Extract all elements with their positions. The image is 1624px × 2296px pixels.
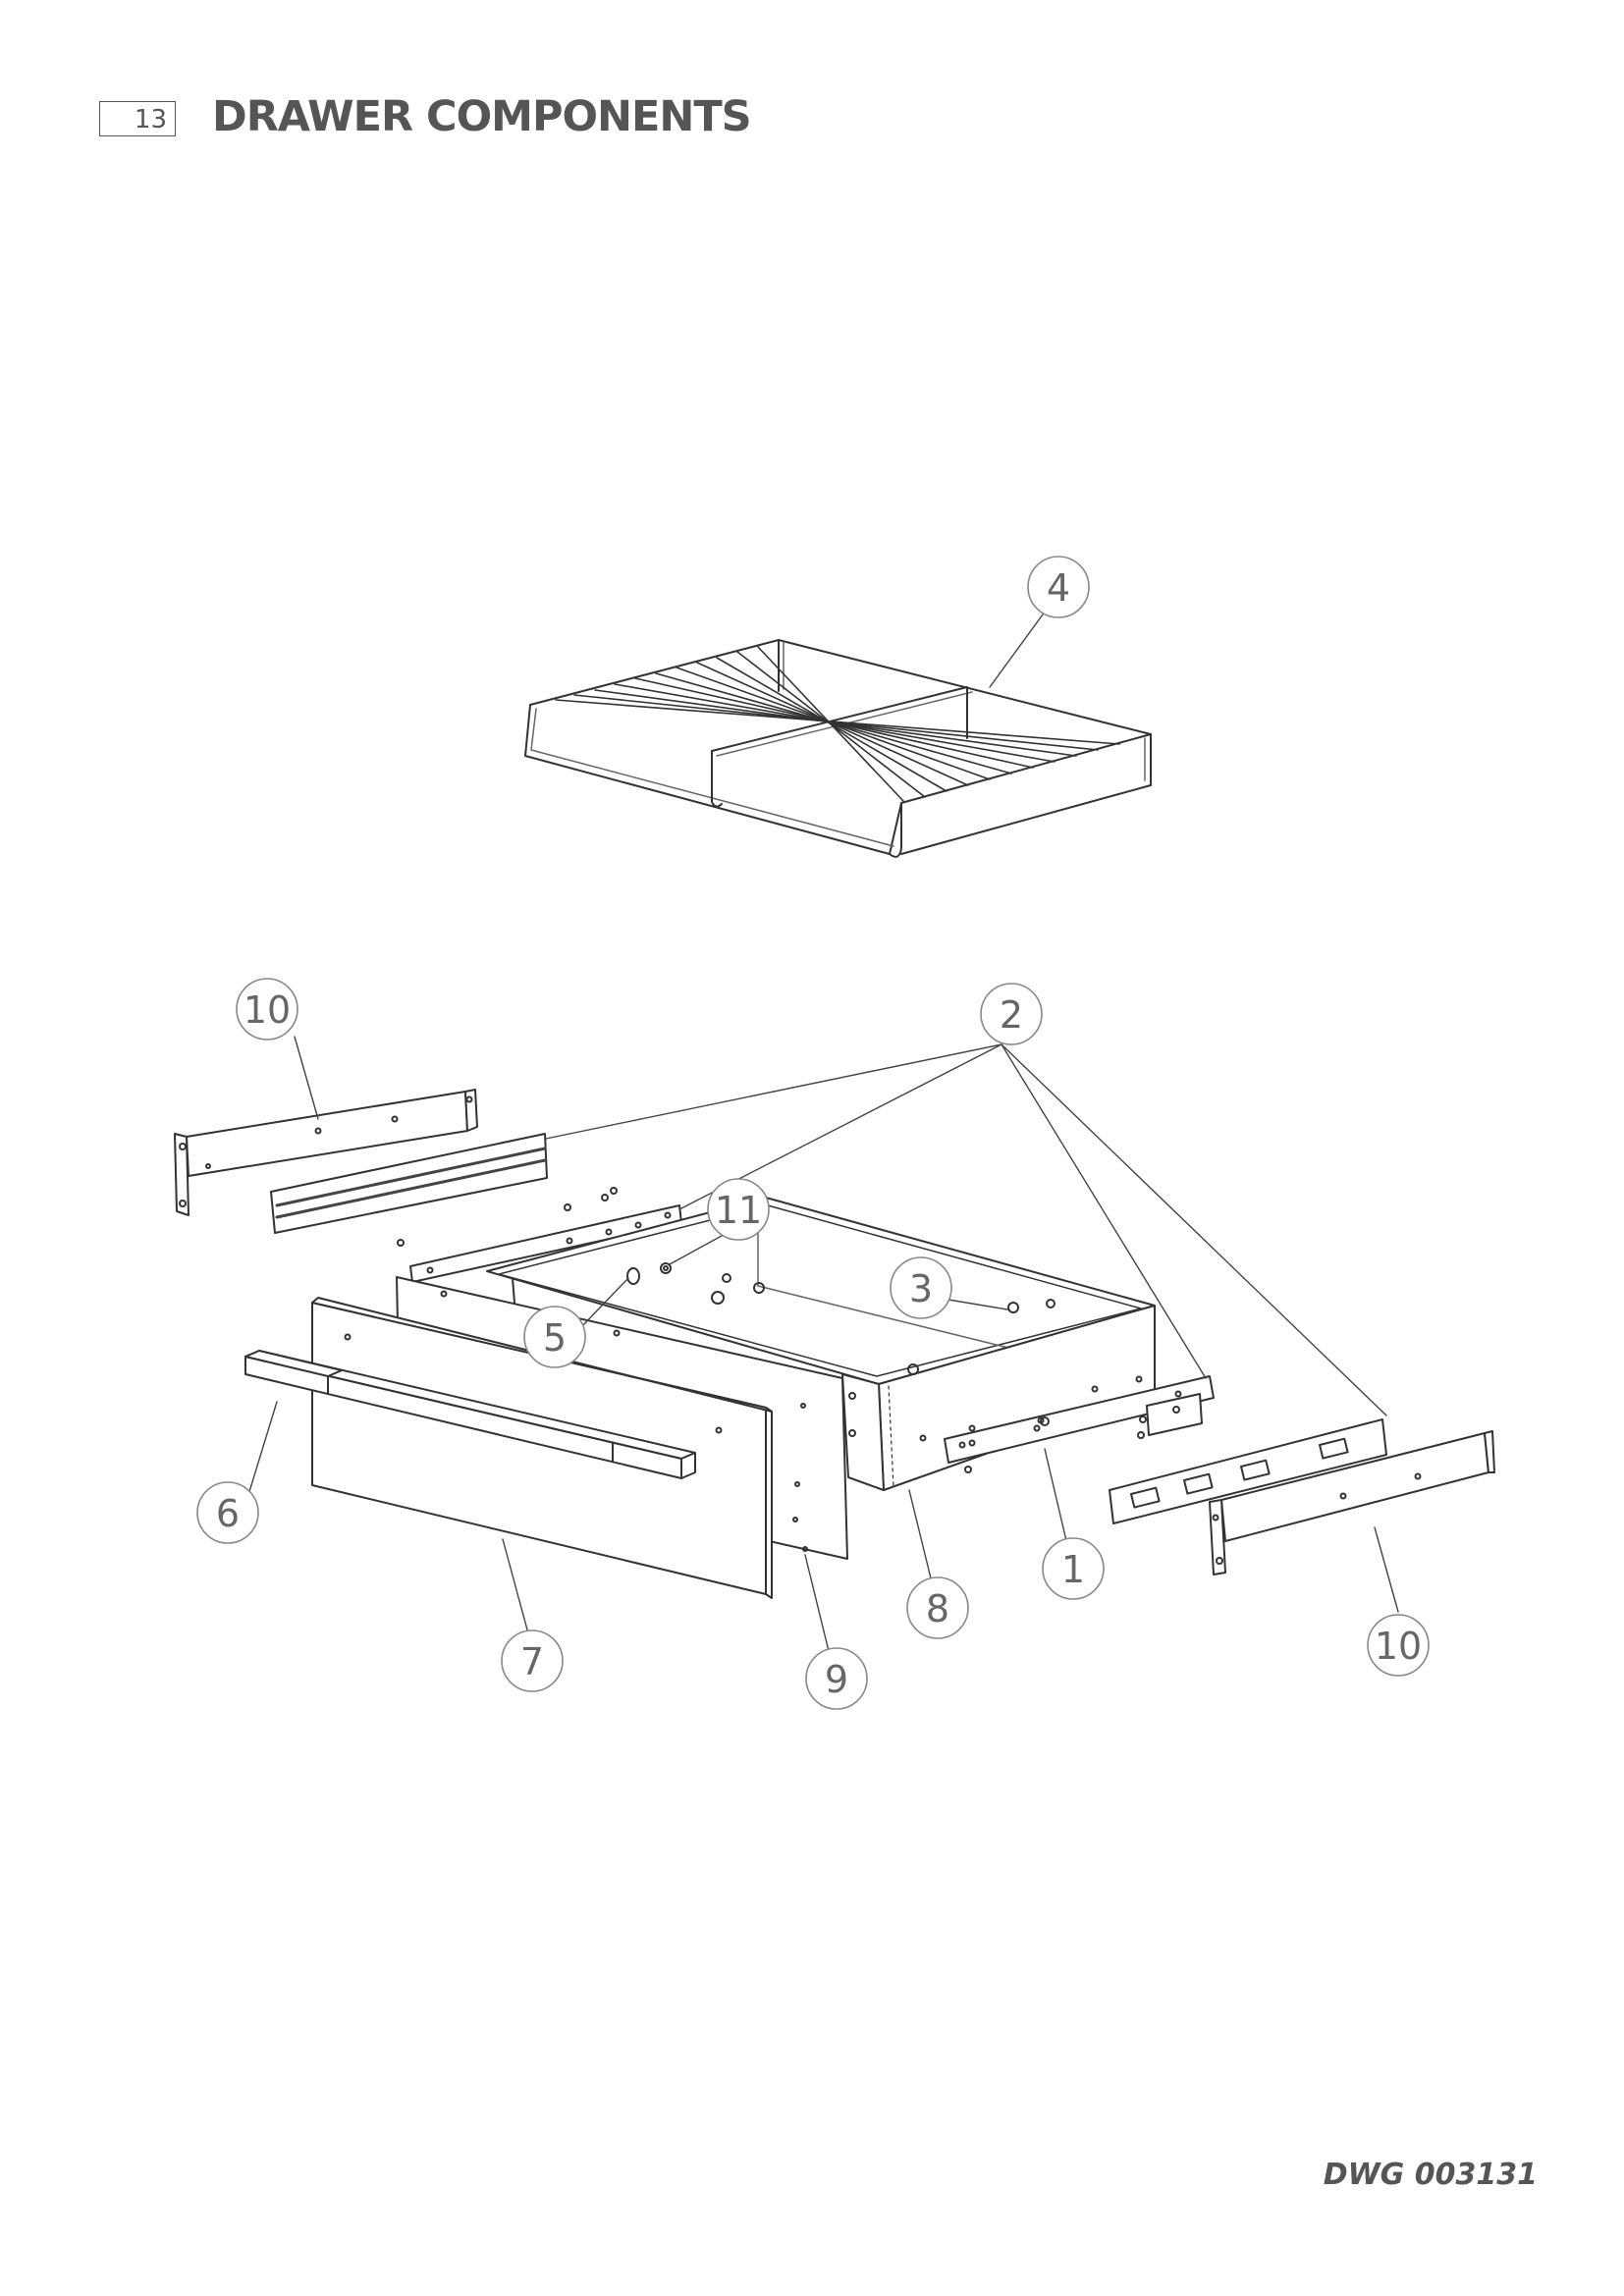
callout-9-circle — [805, 1647, 868, 1710]
callout-4-circle — [1027, 556, 1090, 618]
callout-10-bottom-circle — [1367, 1614, 1430, 1677]
callout-3-circle — [890, 1256, 952, 1319]
runner-rail-left — [270, 1133, 682, 1283]
runner-rail-right — [1109, 1418, 1387, 1524]
runner-rail-right-front — [944, 1375, 1215, 1473]
callout-1-circle — [1042, 1537, 1105, 1600]
page-title: DRAWER COMPONENTS — [212, 92, 752, 141]
callout-7-label: 7 — [520, 1640, 544, 1683]
callout-5-label: 5 — [543, 1316, 567, 1360]
section-number: 13 — [134, 105, 167, 134]
callout-2-circle — [980, 983, 1043, 1045]
callout-11-label: 11 — [715, 1189, 762, 1232]
leader-lines — [246, 614, 1399, 1652]
callout-1-label: 1 — [1061, 1548, 1085, 1591]
wire-rack — [524, 639, 1152, 858]
callout-6-label: 6 — [216, 1492, 240, 1535]
callout-10-top-label: 10 — [244, 988, 291, 1032]
bolt-and-washer — [626, 1262, 672, 1285]
callout-6-circle — [196, 1481, 259, 1544]
callout-3-label: 3 — [909, 1267, 933, 1310]
callout-7-circle — [501, 1629, 564, 1692]
callout-11-circle — [707, 1178, 770, 1241]
side-runner-left-upper — [174, 1089, 478, 1216]
callout-10-top-circle — [236, 978, 298, 1041]
drawer-handle — [244, 1350, 696, 1479]
callout-9-label: 9 — [825, 1658, 848, 1701]
side-runner-right-lower — [1209, 1430, 1495, 1575]
callout-4-label: 4 — [1047, 566, 1070, 610]
callout-8-circle — [906, 1576, 969, 1639]
callout-5-circle — [523, 1306, 586, 1368]
callout-10-bottom-label: 10 — [1375, 1625, 1422, 1668]
callout-8-label: 8 — [926, 1587, 949, 1630]
drawing-number: DWG 003131 — [1323, 2158, 1538, 2192]
callout-2-label: 2 — [1000, 993, 1023, 1037]
section-number-box: 13 — [99, 101, 176, 136]
